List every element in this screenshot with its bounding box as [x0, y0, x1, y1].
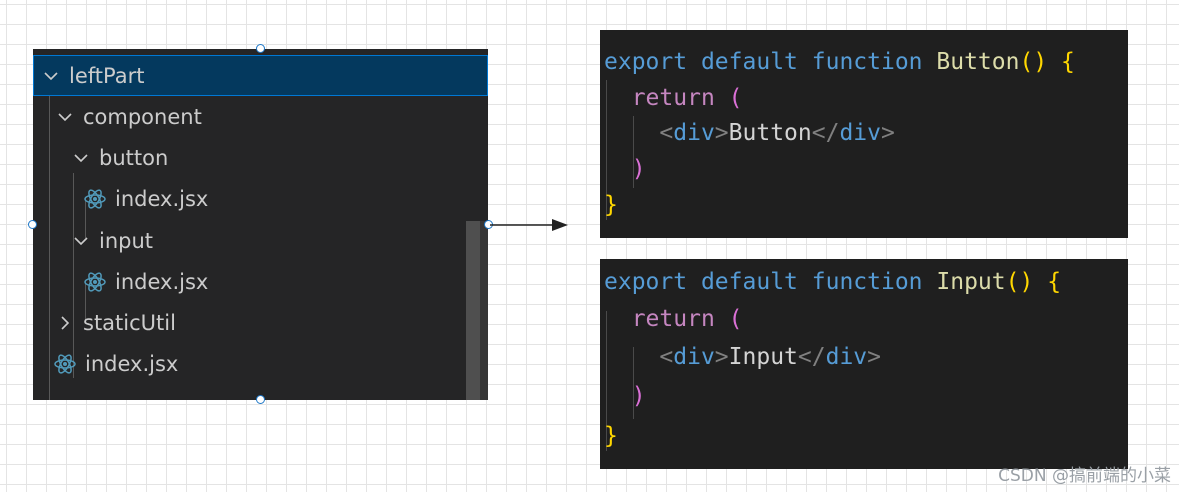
code-token: }	[604, 423, 618, 449]
indent-guide	[49, 90, 50, 400]
tree-item-input[interactable]: input	[33, 220, 488, 261]
code-token: div	[825, 344, 868, 370]
watermark: CSDN @搞前端的小菜	[998, 466, 1171, 486]
tree-item-label: index.jsx	[85, 351, 179, 376]
code-token: div	[673, 344, 715, 370]
code-line: <div>Button</div>	[659, 120, 895, 146]
indent-guide	[606, 80, 607, 220]
selection-handle-top[interactable]	[256, 44, 265, 53]
tree-item-label: index.jsx	[115, 269, 209, 294]
code-token: return	[631, 85, 715, 111]
react-icon	[53, 352, 77, 376]
tree-item-label: input	[99, 228, 154, 253]
code-token: ()	[1019, 49, 1048, 75]
code-token: Button	[728, 120, 812, 146]
indent-guide	[633, 116, 634, 188]
indent-guide	[85, 281, 86, 321]
code-block-input: export default function Input() { return…	[600, 259, 1128, 469]
react-icon	[83, 270, 107, 294]
chevron-down-icon	[69, 233, 93, 249]
code-line: export default function Input() {	[604, 265, 1061, 299]
chevron-right-icon	[53, 315, 77, 331]
code-token: ()	[1005, 269, 1034, 295]
code-token: export	[604, 269, 688, 295]
code-token: function	[811, 49, 923, 75]
indent-guide	[85, 198, 86, 238]
code-token: Input	[728, 344, 798, 370]
code-token: (	[728, 85, 743, 111]
tree-item-staticutil[interactable]: staticUtil	[33, 302, 488, 343]
code-token: }	[604, 192, 618, 218]
code-token: div	[673, 120, 715, 146]
code-token: function	[811, 269, 923, 295]
code-line: }	[604, 419, 618, 453]
tree-item-label: leftPart	[69, 63, 145, 88]
code-token: Input	[936, 269, 1006, 295]
code-token: )	[631, 383, 646, 409]
tree-item-label: staticUtil	[83, 310, 176, 335]
code-token: default	[700, 49, 798, 75]
code-line: )	[604, 379, 646, 413]
scrollbar-track	[480, 221, 488, 400]
tree-item-button-index[interactable]: index.jsx	[33, 178, 488, 219]
code-token: default	[700, 269, 798, 295]
selection-handle-left[interactable]	[28, 220, 37, 229]
code-line: return (	[604, 302, 743, 336]
chevron-down-icon	[69, 150, 93, 166]
tree-item-root-index[interactable]: index.jsx	[33, 343, 488, 384]
code-token: export	[604, 49, 688, 75]
tree-item-button[interactable]: button	[33, 137, 488, 178]
file-explorer: leftPart component button index.jsx	[33, 49, 488, 400]
code-token: {	[1047, 269, 1062, 295]
chevron-down-icon	[53, 109, 77, 125]
code-line: )	[604, 152, 646, 186]
indent-guide	[73, 173, 74, 378]
tree-item-leftpart[interactable]: leftPart	[33, 55, 488, 96]
selection-handle-bottom[interactable]	[256, 395, 265, 404]
code-block-button: export default function Button() { retur…	[600, 30, 1128, 238]
code-token: {	[1061, 49, 1075, 75]
connector-arrow	[490, 219, 568, 231]
tree-item-label: button	[99, 145, 169, 170]
code-token: div	[839, 120, 881, 146]
code-token: return	[631, 306, 715, 332]
tree-item-label: index.jsx	[115, 186, 209, 211]
indent-guide	[633, 347, 634, 419]
code-token: )	[631, 156, 646, 182]
code-line: <div>Input</div>	[659, 344, 882, 370]
scrollbar-thumb[interactable]	[466, 221, 480, 400]
tree-item-input-index[interactable]: index.jsx	[33, 261, 488, 302]
code-token: Button	[936, 49, 1020, 75]
tree-item-label: component	[83, 104, 202, 129]
chevron-down-icon	[39, 68, 63, 84]
tree-item-component[interactable]: component	[33, 96, 488, 137]
code-line: }	[604, 188, 618, 222]
indent-guide	[606, 311, 607, 451]
react-icon	[83, 187, 107, 211]
code-line: return (	[604, 81, 743, 115]
code-line: export default function Button() {	[604, 45, 1075, 79]
code-token: (	[728, 306, 743, 332]
